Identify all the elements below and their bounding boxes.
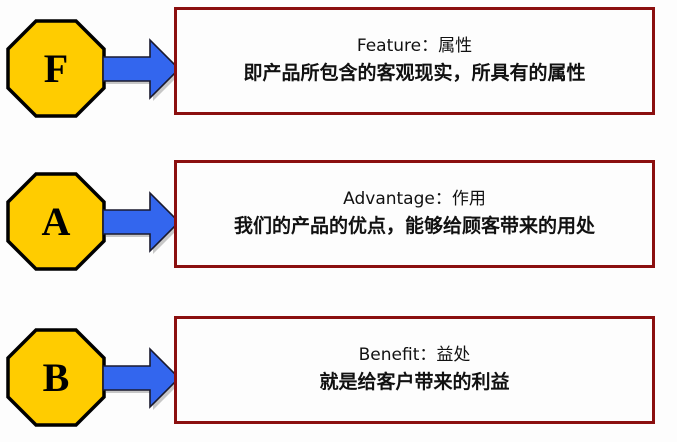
description-box: Benefit：益处 就是给客户带来的利益 xyxy=(174,316,655,424)
description-box: Feature：属性 即产品所包含的客观现实，所具有的属性 xyxy=(174,7,655,115)
box-description: 我们的产品的优点，能够给顾客带来的用处 xyxy=(233,215,595,238)
octagon-shape-icon xyxy=(6,19,106,118)
fab-row: B Benefit：益处 就是给客户带来的利益 xyxy=(0,314,677,427)
arrow-shape-icon xyxy=(102,347,182,410)
description-box: Advantage：作用 我们的产品的优点，能够给顾客带来的用处 xyxy=(174,160,655,268)
box-title: Benefit：益处 xyxy=(358,344,471,365)
box-title: Advantage：作用 xyxy=(343,188,486,209)
arrow-shape-icon xyxy=(102,38,182,101)
box-description: 即产品所包含的客观现实，所具有的属性 xyxy=(243,62,586,85)
box-description: 就是给客户带来的利益 xyxy=(319,371,510,394)
right-arrow-icon xyxy=(100,31,182,107)
fab-row: A Advantage：作用 我们的产品的优点，能够给顾客带来的用处 xyxy=(0,158,677,271)
arrow-shape-icon xyxy=(102,191,182,254)
octagon-shape-icon xyxy=(6,328,106,427)
right-arrow-icon xyxy=(100,184,182,260)
octagon-badge[interactable]: F xyxy=(6,19,106,118)
box-title: Feature：属性 xyxy=(356,35,473,56)
octagon-letter: B xyxy=(42,354,70,400)
octagon-letter: F xyxy=(43,45,69,91)
octagon-badge[interactable]: B xyxy=(6,328,106,427)
octagon-shape-icon xyxy=(6,172,106,271)
octagon-badge[interactable]: A xyxy=(6,172,106,271)
right-arrow-icon xyxy=(100,340,182,416)
octagon-letter: A xyxy=(41,198,71,244)
fab-row: F Feature：属性 即产品所包含的客观现实，所具有的属性 xyxy=(0,5,677,118)
